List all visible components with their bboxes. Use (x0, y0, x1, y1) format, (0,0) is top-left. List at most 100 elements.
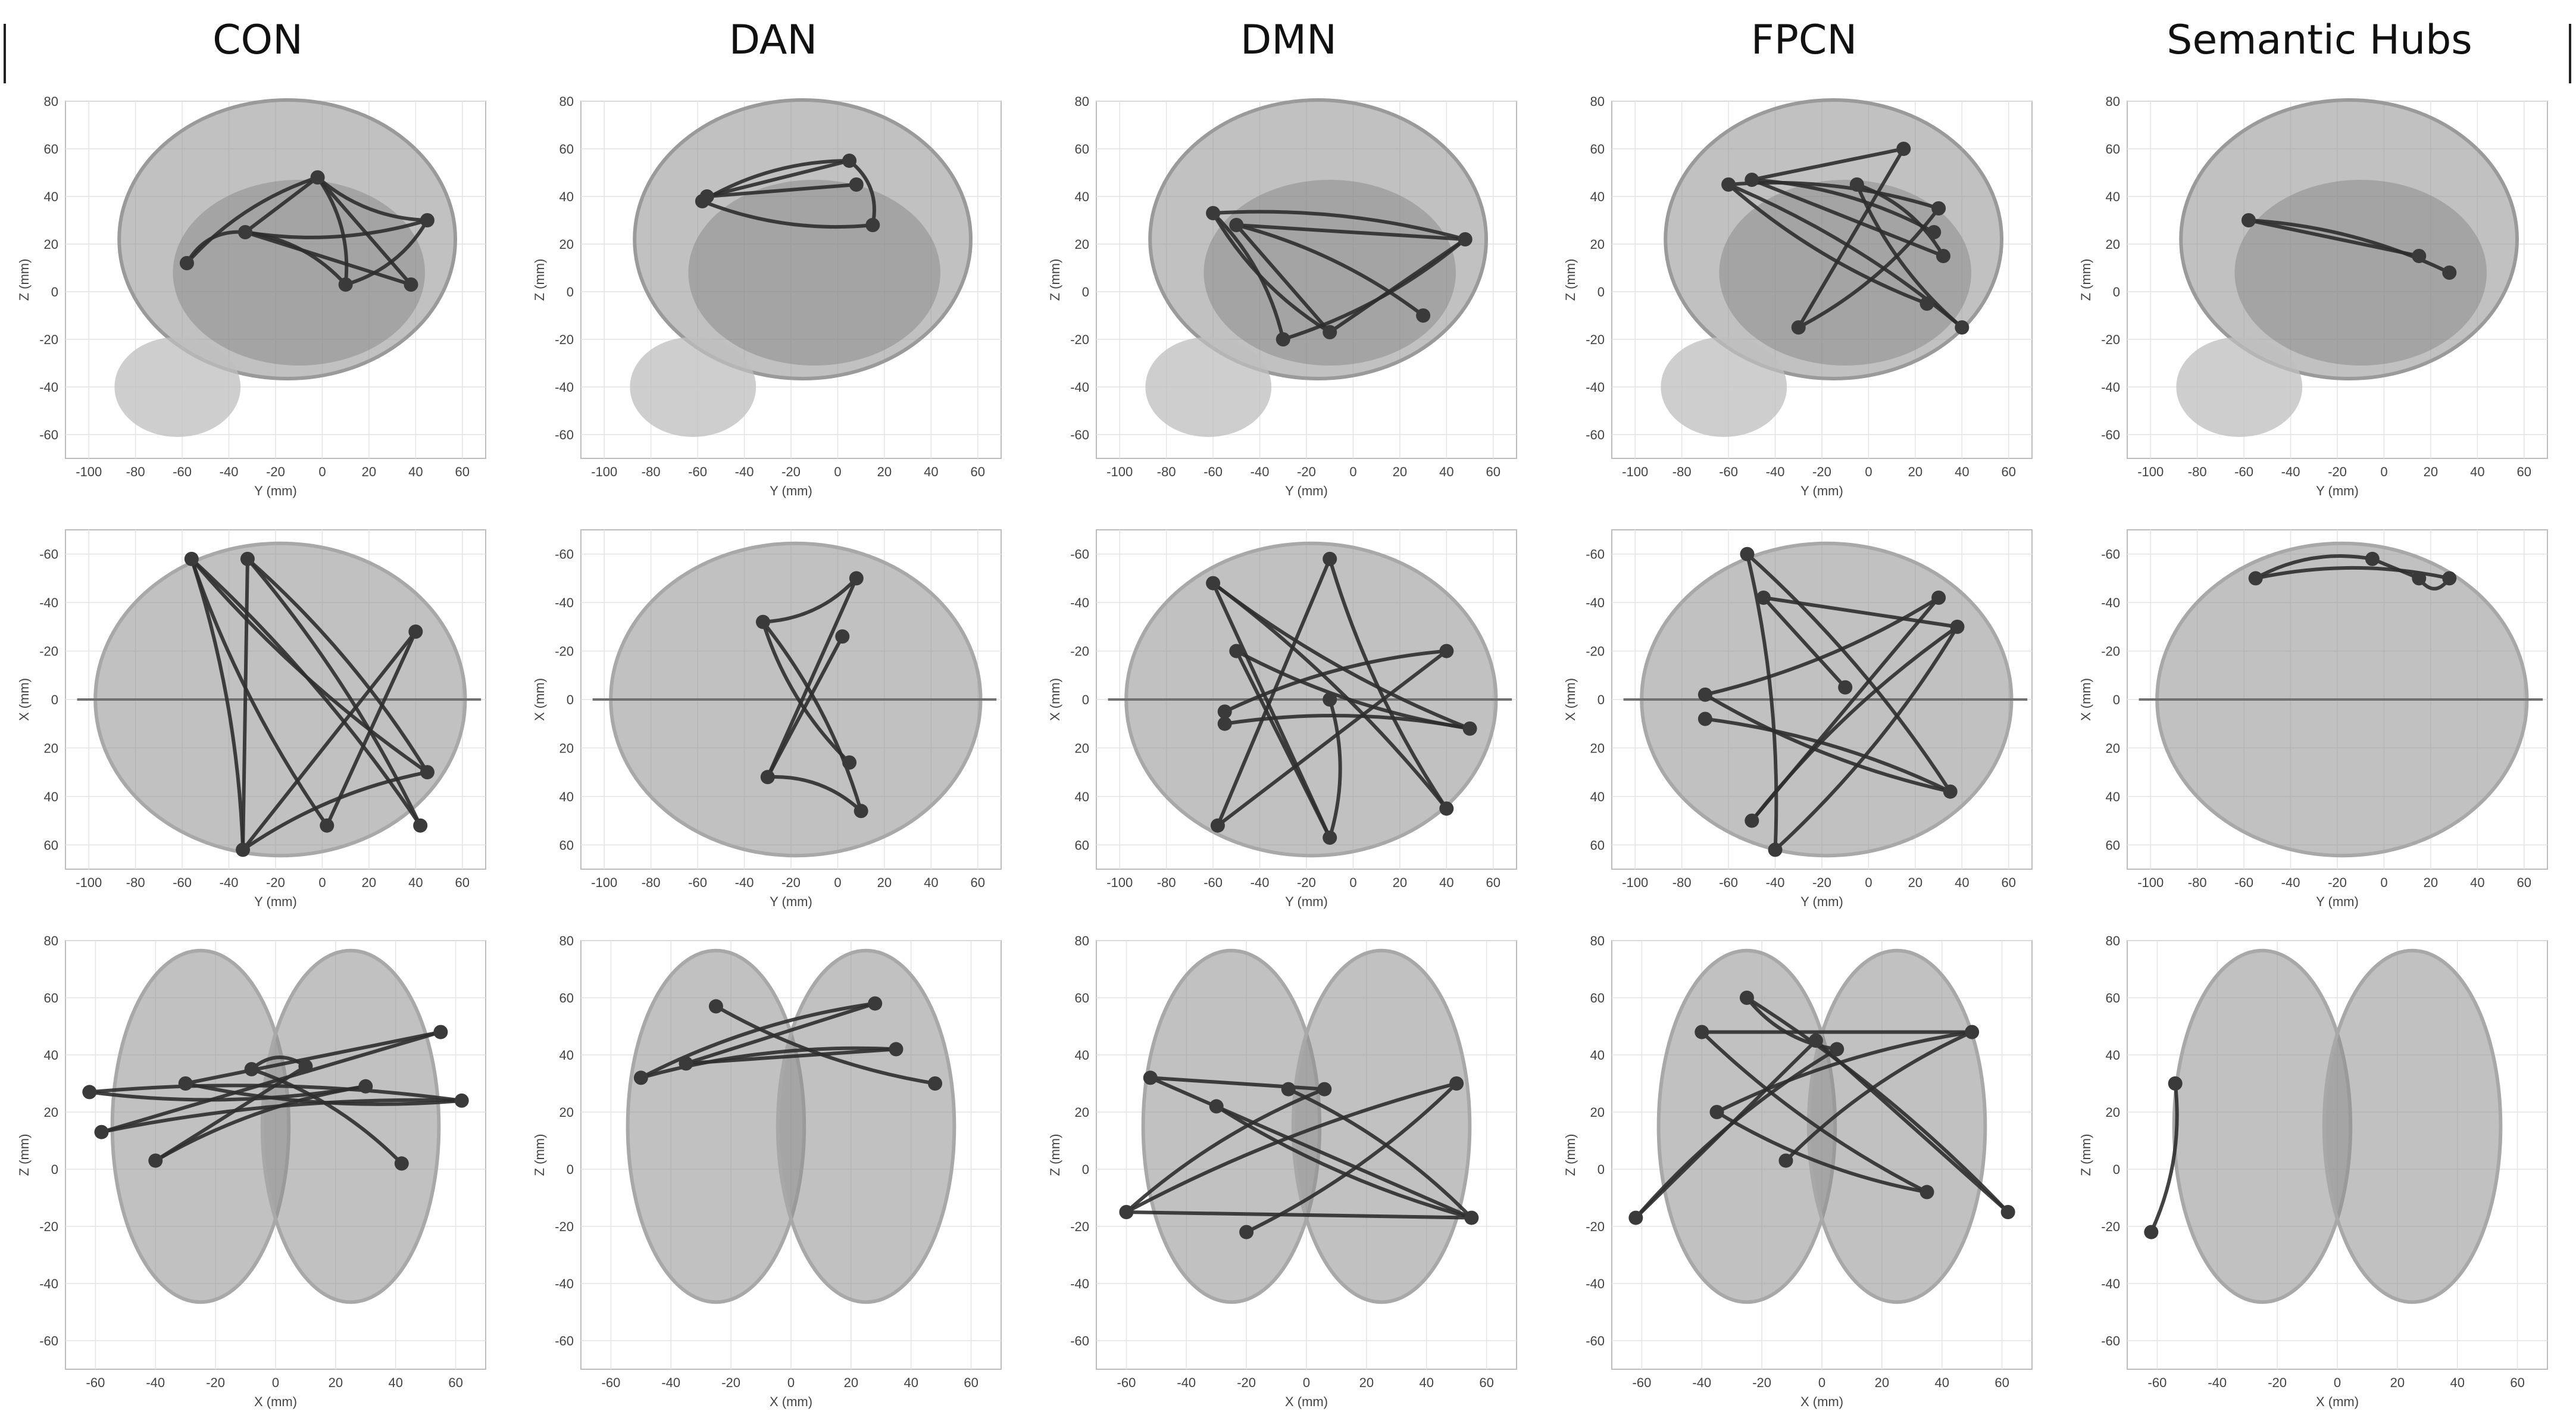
network-edge (1211, 211, 1285, 340)
network-node (1458, 232, 1473, 246)
network-edges (89, 1030, 462, 1165)
network-node (1931, 201, 1946, 216)
network-node (1119, 1205, 1134, 1219)
network-node (2442, 571, 2457, 586)
y-tick-label: 0 (51, 285, 58, 299)
y-tick-label: 20 (559, 741, 574, 755)
network-node (1739, 991, 1754, 1005)
y-tick-label: 0 (1082, 1162, 1089, 1177)
network-edge (686, 1047, 896, 1066)
network-node (889, 1042, 904, 1057)
x-tick-label: -80 (1672, 875, 1692, 890)
y-axis-label: X (mm) (1048, 678, 1062, 721)
x-tick-label: -20 (1812, 875, 1831, 890)
network-edge (241, 558, 249, 850)
x-tick-label: 20 (1393, 875, 1407, 890)
network-edge (701, 199, 873, 229)
network-edge (1746, 996, 2009, 1214)
network-node (708, 999, 723, 1014)
network-node (1955, 320, 1969, 335)
x-axis-label: Y (mm) (2316, 483, 2359, 498)
network-edge (2248, 218, 2450, 274)
network-edge (1745, 997, 1837, 1051)
x-tick-label: 60 (455, 875, 470, 890)
network-edge (242, 770, 428, 851)
x-tick-label: 20 (1908, 875, 1922, 890)
x-tick-label: 40 (408, 875, 423, 890)
x-tick-label: 20 (362, 464, 376, 479)
y-axis-label: Z (mm) (17, 259, 32, 301)
y-tick-label: -60 (555, 1334, 574, 1348)
network-edge (706, 159, 850, 198)
y-tick-label: -40 (2101, 1276, 2120, 1291)
inner-cortex-shape (173, 180, 426, 366)
x-tick-label: 60 (1486, 464, 1500, 479)
y-axis-label: Z (mm) (1563, 259, 1578, 301)
network-nodes (2248, 551, 2457, 586)
network-edges (1704, 552, 1959, 851)
x-tick-label: -40 (1177, 1375, 1196, 1390)
network-node (236, 842, 251, 857)
brain-silhouette (2139, 541, 2543, 858)
y-tick-label: -40 (2101, 380, 2120, 395)
network-edge (761, 620, 863, 812)
x-tick-label: -60 (688, 875, 707, 890)
network-nodes (1206, 551, 1477, 845)
x-tick-label: 60 (448, 1375, 462, 1390)
network-edge (706, 183, 857, 198)
network-node (1745, 173, 1759, 187)
network-node (854, 804, 868, 819)
network-edge (1716, 1030, 1972, 1114)
network-edge (685, 1001, 876, 1066)
x-tick-label: 0 (2334, 1375, 2341, 1390)
network-nodes (695, 154, 880, 232)
y-tick-label: 60 (559, 838, 574, 852)
y-tick-label: 0 (1598, 1162, 1605, 1177)
network-node (1464, 1210, 1479, 1225)
network-edge (1149, 1076, 1473, 1220)
x-tick-label: -20 (781, 464, 801, 479)
cerebellum-shape (1661, 337, 1787, 437)
network-node (1927, 225, 1942, 239)
y-tick-label: 80 (2106, 94, 2120, 109)
network-node (1317, 1082, 1332, 1097)
x-axis-label: X (mm) (254, 1394, 297, 1409)
y-tick-label: 20 (2106, 1105, 2120, 1120)
network-nodes (1628, 991, 2015, 1225)
network-edge (640, 1001, 876, 1080)
network-node (2144, 1225, 2159, 1239)
network-node (1628, 1210, 1643, 1225)
network-edge (185, 1030, 441, 1085)
network-edge (1746, 552, 1952, 793)
y-axis-label: Z (mm) (532, 1134, 547, 1176)
network-node (2412, 571, 2427, 586)
y-tick-label: -20 (1070, 644, 1089, 659)
network-edge (1762, 596, 1847, 689)
y-axis-label: Z (mm) (1563, 1134, 1578, 1176)
y-tick-label: 40 (1590, 189, 1605, 204)
y-axis-label: Z (mm) (2078, 1134, 2093, 1176)
network-edge (246, 557, 429, 773)
x-tick-label: -60 (86, 1375, 105, 1390)
network-node (1936, 249, 1950, 263)
x-tick-label: -40 (220, 464, 239, 479)
y-tick-label: -40 (39, 595, 58, 610)
network-node (1920, 1185, 1934, 1200)
x-tick-label: -20 (1237, 1375, 1256, 1390)
network-edge (1705, 596, 1940, 697)
network-edge (244, 176, 319, 234)
column-title-semantic-hubs: Semantic Hubs (2167, 17, 2472, 64)
y-tick-label: 60 (2106, 838, 2120, 852)
network-edges (761, 577, 863, 813)
network-edge (316, 176, 349, 285)
network-node (1721, 177, 1736, 192)
x-axis-label: Y (mm) (2316, 894, 2359, 909)
network-edge (1236, 223, 1424, 317)
y-tick-label: 80 (1075, 94, 1089, 109)
x-tick-label: -80 (1672, 464, 1692, 479)
network-edge (1282, 238, 1467, 341)
y-axis-label: Z (mm) (17, 1134, 32, 1176)
x-tick-label: -20 (2328, 464, 2347, 479)
x-tick-label: -60 (2234, 875, 2253, 890)
